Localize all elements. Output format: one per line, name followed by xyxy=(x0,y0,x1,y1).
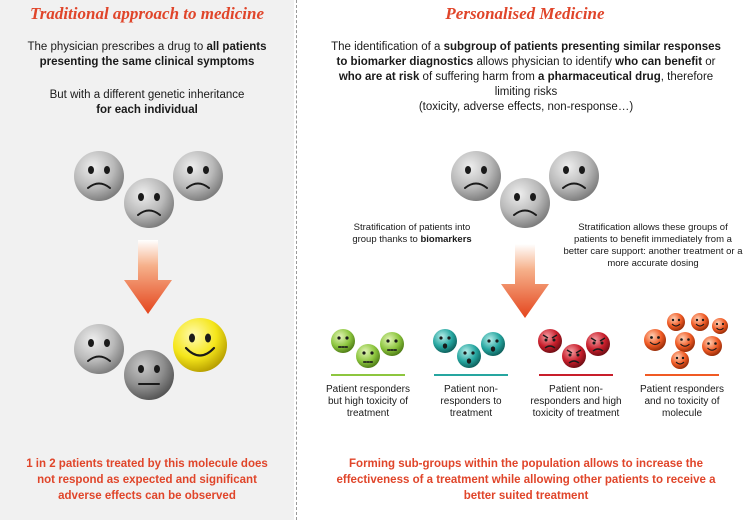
right-title: Personalised Medicine xyxy=(445,4,605,23)
green-sad-faces-icon xyxy=(331,329,404,368)
right-intro-bold: who can benefit xyxy=(615,56,703,68)
left-conclusion: 1 in 2 patients treated by this molecule… xyxy=(26,458,268,502)
group-label-non-responders-toxicity: Patient non-responders and high toxicity… xyxy=(530,384,622,419)
group-divider-red xyxy=(539,374,613,376)
teal-surprised-faces-icon xyxy=(433,329,505,368)
down-arrow-icon xyxy=(501,244,549,318)
sad-face-icon xyxy=(549,151,599,201)
right-intro-text: or xyxy=(702,56,716,68)
right-intro: The identification of a subgroup of pati… xyxy=(330,40,722,115)
sad-face-icon xyxy=(500,178,550,228)
left-title: Traditional approach to medicine xyxy=(29,4,265,23)
sad-face-icon xyxy=(124,178,174,228)
left-intro: The physician prescribes a drug to all p… xyxy=(14,40,280,70)
right-intro-text: allows physician to identify xyxy=(473,56,616,68)
right-intro-text: of suffering harm from xyxy=(419,71,539,83)
panel-divider xyxy=(296,0,297,520)
right-conclusion: Forming sub-groups within the population… xyxy=(336,458,716,502)
sad-face-icon xyxy=(173,151,223,201)
happy-face-icon xyxy=(173,318,227,372)
red-angry-faces-icon xyxy=(538,329,610,368)
right-intro-bold: a pharmaceutical drug xyxy=(538,71,661,83)
group-divider-green xyxy=(331,374,405,376)
right-intro-bold: who are at risk xyxy=(338,71,420,83)
sad-face-icon xyxy=(74,151,124,201)
stratification-text: Stratification of patients into group th… xyxy=(352,222,471,245)
sad-face-icon xyxy=(74,324,124,374)
group-divider-orange xyxy=(645,374,719,376)
sad-face-icon xyxy=(451,151,501,201)
group-label-non-responders: Patient non-responders to treatment xyxy=(440,384,502,419)
neutral-face-icon xyxy=(124,350,174,400)
group-label-responders-no-toxicity: Patient responders and no toxicity of mo… xyxy=(640,384,724,419)
right-intro-text: (toxicity, adverse effects, non-response… xyxy=(418,101,634,113)
left-genetic-bold: for each individual xyxy=(96,104,198,116)
stratification-note: Stratification of patients into group th… xyxy=(350,222,474,246)
stratification-bold: biomarkers xyxy=(420,234,472,245)
group-label-responders-toxicity: Patient responders but high toxicity of … xyxy=(326,384,410,419)
right-intro-text: , therefore limiting risks xyxy=(494,71,714,98)
orange-happy-faces-icon xyxy=(644,313,728,369)
right-intro-text: The identification of a xyxy=(331,41,444,53)
right-intro-bold: subgroup of patients presenting similar … xyxy=(336,41,721,68)
left-genetic: But with a different genetic inheritance… xyxy=(14,88,280,118)
stratification-benefit-note: Stratification allows these groups of pa… xyxy=(563,222,743,269)
down-arrow-icon xyxy=(124,240,172,314)
left-intro-bold: all patients presenting the same clinica… xyxy=(39,41,267,68)
left-intro-text: The physician prescribes a drug to xyxy=(27,41,207,53)
group-divider-teal xyxy=(434,374,508,376)
left-genetic-text: But with a different genetic inheritance xyxy=(49,89,245,101)
